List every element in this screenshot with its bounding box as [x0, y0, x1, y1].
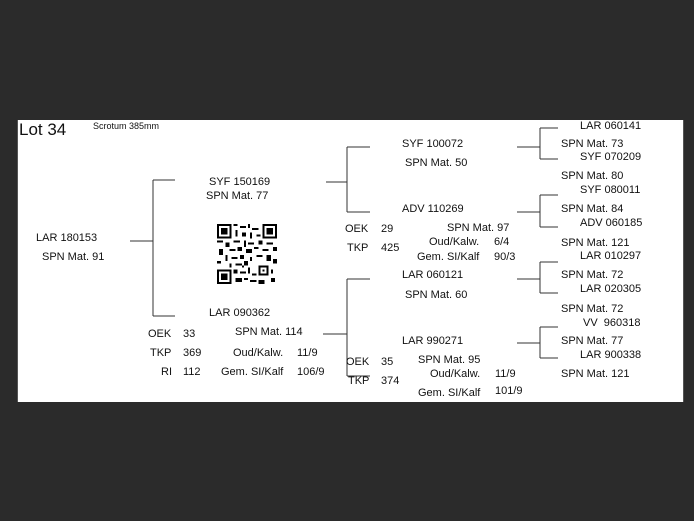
dam-tkp-label: TKP [150, 347, 172, 359]
gen4-spn: SPN Mat. 121 [561, 368, 630, 380]
sire-name: SYF 150169 [209, 176, 271, 188]
dam-oek-label: OEK [148, 328, 172, 340]
lot-number: Lot 34 [19, 120, 67, 139]
dam-oud-label: Oud/Kalw. [233, 347, 284, 359]
sire-dam-oek-value: 29 [381, 223, 394, 235]
gen4-name: ADV 060185 [580, 217, 643, 229]
dam-gem-label: Gem. SI/Kalf [221, 366, 284, 378]
root-spn: SPN Mat. 91 [42, 251, 105, 263]
gen4-name: LAR 020305 [580, 283, 642, 295]
dam-dam-oek-value: 35 [381, 356, 394, 368]
sire-dam-gem-value: 90/3 [494, 251, 516, 263]
gen4-spn: SPN Mat. 72 [561, 269, 624, 281]
sire-dam-gem-label: Gem. SI/Kalf [417, 251, 480, 263]
scrotum-size: Scrotum 385mm [93, 121, 160, 131]
gen4-name: VV 960318 [583, 317, 641, 329]
gen4-spn: SPN Mat. 73 [561, 138, 624, 150]
dam-dam-gem-value: 101/9 [495, 385, 523, 397]
dam-name: LAR 090362 [209, 307, 271, 319]
gen4-name: LAR 900338 [580, 349, 642, 361]
dam-spn: SPN Mat. 114 [235, 326, 303, 338]
dam-gem-value: 106/9 [297, 366, 325, 378]
sire-dam-oud-value: 6/4 [494, 236, 510, 248]
gen4-name: SYF 080011 [580, 184, 641, 196]
dam-sire-spn: SPN Mat. 60 [405, 289, 468, 301]
dam-oud-value: 11/9 [297, 347, 318, 359]
qr-code [217, 224, 277, 284]
gen4-spn: SPN Mat. 80 [561, 170, 624, 182]
sire-dam-oek-label: OEK [345, 223, 369, 235]
pedigree-card: Lot 34 Scrotum 385mm LAR 180153 SPN Mat.… [17, 120, 684, 402]
dam-dam-tkp-label: TKP [348, 375, 370, 387]
dam-oek-value: 33 [183, 328, 196, 340]
sire-spn: SPN Mat. 77 [206, 190, 269, 202]
root-animal-name: LAR 180153 [36, 232, 98, 244]
dam-ri-label: RI [161, 366, 172, 378]
sire-dam-name: ADV 110269 [402, 203, 464, 215]
sire-dam-oud-label: Oud/Kalw. [429, 236, 480, 248]
gen4-name: SYF 070209 [580, 151, 642, 163]
dam-dam-oek-label: OEK [346, 356, 370, 368]
sire-dam-tkp-label: TKP [347, 242, 369, 254]
gen4-name: LAR 060141 [580, 120, 642, 132]
dam-dam-tkp-value: 374 [381, 375, 400, 387]
gen4-name: LAR 010297 [580, 250, 642, 262]
dam-tkp-value: 369 [183, 347, 202, 359]
sire-sire-name: SYF 100072 [402, 138, 464, 150]
sire-dam-tkp-value: 425 [381, 242, 400, 254]
gen4-spn: SPN Mat. 121 [561, 237, 630, 249]
dam-dam-spn: SPN Mat. 95 [418, 354, 481, 366]
gen4-spn: SPN Mat. 72 [561, 303, 624, 315]
dam-dam-oud-value: 11/9 [495, 368, 516, 380]
dam-ri-value: 112 [183, 366, 201, 378]
sire-dam-spn: SPN Mat. 97 [447, 222, 510, 234]
gen4-spn: SPN Mat. 84 [561, 203, 624, 215]
sire-sire-spn: SPN Mat. 50 [405, 157, 468, 169]
dam-sire-name: LAR 060121 [402, 269, 464, 281]
dam-dam-gem-label: Gem. SI/Kalf [418, 387, 481, 399]
pedigree-connector-lines [130, 127, 558, 377]
gen4-spn: SPN Mat. 77 [561, 335, 624, 347]
dam-dam-name: LAR 990271 [402, 335, 464, 347]
dam-dam-oud-label: Oud/Kalw. [430, 368, 481, 380]
